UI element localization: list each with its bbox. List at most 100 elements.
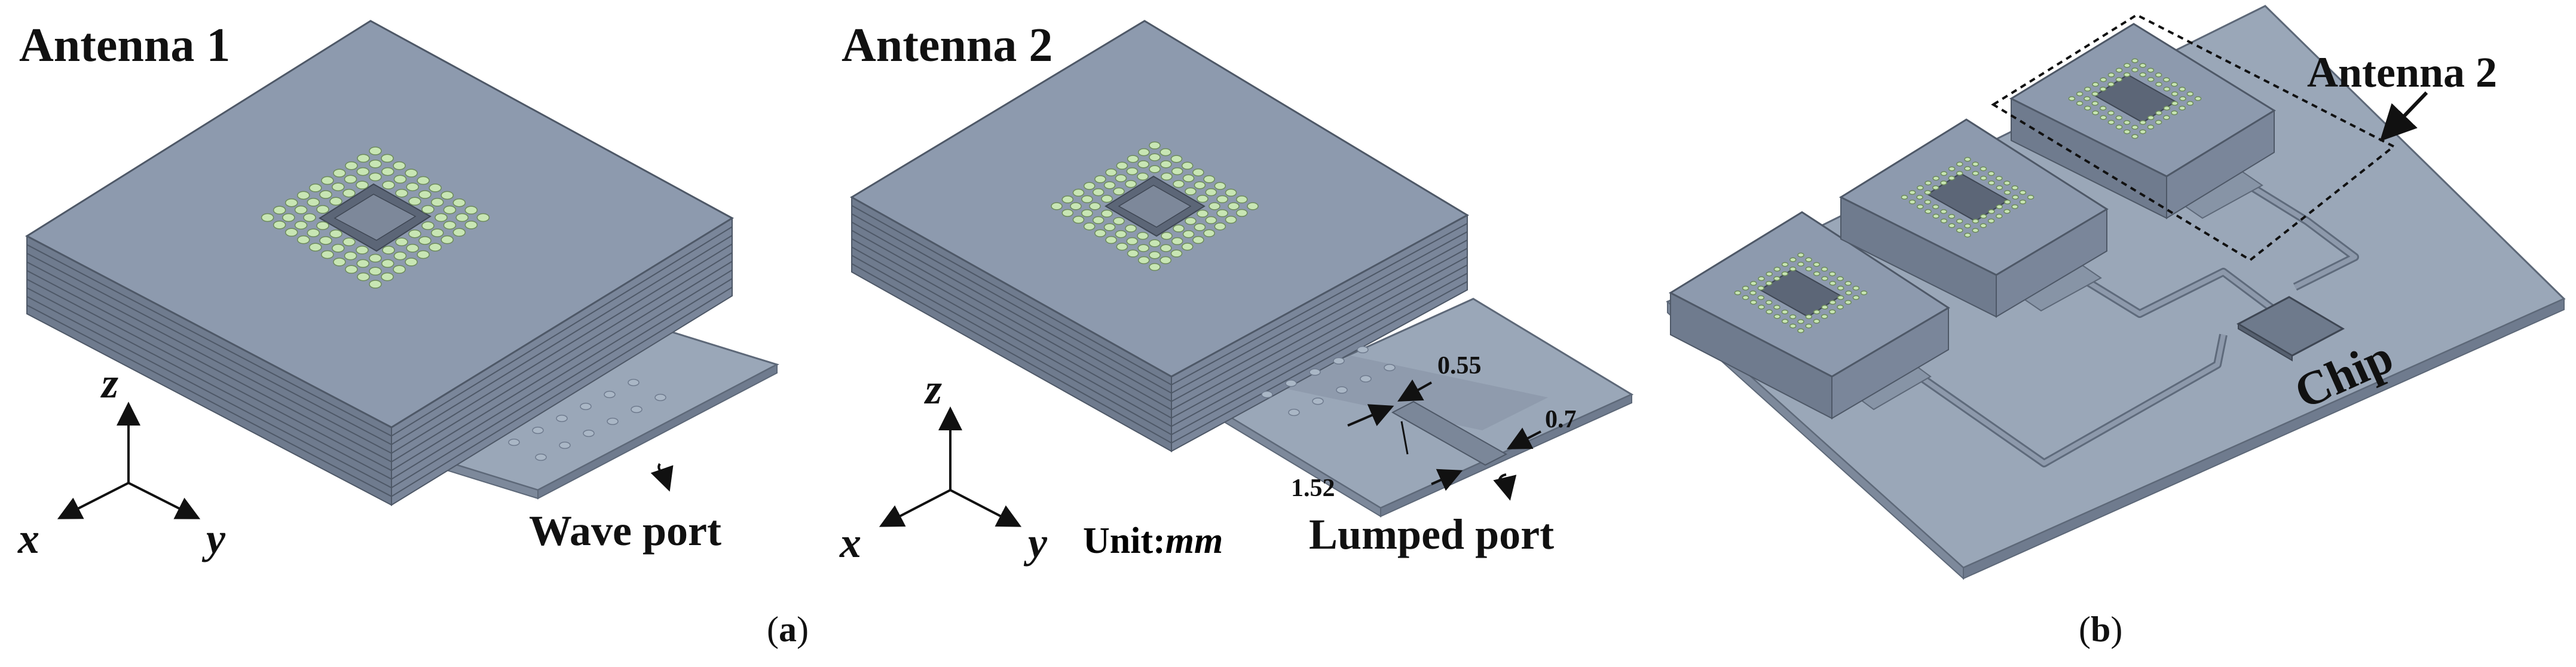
via — [381, 272, 394, 282]
via — [408, 197, 421, 206]
via — [1813, 319, 1821, 324]
via — [395, 188, 408, 198]
via — [369, 253, 382, 263]
via — [2155, 82, 2162, 87]
via — [356, 180, 369, 189]
via — [2124, 129, 2131, 134]
feed-via — [532, 426, 544, 435]
via — [421, 205, 435, 214]
x-axis-label-2: x — [839, 519, 861, 567]
via — [1750, 281, 1757, 286]
via — [464, 206, 478, 215]
feed-via — [508, 438, 520, 446]
via — [1773, 276, 1780, 281]
via — [1765, 300, 1773, 305]
feed-via — [1309, 368, 1321, 376]
via — [1236, 209, 1248, 217]
via — [1964, 157, 1971, 162]
via — [1742, 295, 1749, 300]
via — [1987, 171, 1995, 176]
via — [405, 169, 418, 178]
via — [1789, 257, 1797, 262]
feed-via — [607, 417, 619, 426]
via — [333, 258, 346, 267]
via — [321, 176, 334, 185]
via — [1837, 276, 1844, 282]
via — [2084, 105, 2091, 111]
via — [1072, 215, 1085, 224]
via — [1757, 286, 1765, 290]
via — [1216, 195, 1228, 203]
feed-via — [556, 414, 568, 423]
via — [2186, 100, 2194, 106]
via — [476, 213, 490, 222]
via — [2155, 120, 2162, 125]
via — [309, 183, 322, 192]
via — [2107, 72, 2115, 78]
dimension-annotations: 0.55 0.7 1.52 — [1291, 352, 1577, 502]
via — [1197, 195, 1209, 203]
via — [2147, 124, 2155, 130]
via — [2019, 199, 2027, 204]
caption-a-open: ( — [767, 610, 779, 649]
antenna1-layer-lines — [26, 226, 733, 497]
via — [2115, 68, 2123, 73]
via — [2194, 96, 2202, 101]
via — [1932, 204, 1939, 209]
via — [261, 213, 274, 222]
via — [1094, 229, 1106, 237]
via — [333, 169, 346, 178]
via — [2186, 91, 2194, 97]
via — [1070, 202, 1082, 210]
via — [284, 228, 298, 237]
via — [452, 198, 466, 207]
via — [369, 267, 382, 276]
layer-line — [851, 238, 1468, 419]
y-axis-label-2: y — [1023, 519, 1048, 567]
via — [1083, 182, 1096, 190]
via — [1101, 209, 1113, 218]
via — [1181, 243, 1194, 251]
via — [2123, 72, 2131, 77]
via — [1964, 224, 1971, 228]
via — [1860, 290, 1868, 295]
via — [2179, 87, 2186, 92]
via — [1908, 190, 1916, 195]
via — [1956, 219, 1963, 224]
feed-via — [628, 378, 640, 387]
via — [1171, 237, 1183, 246]
via — [2139, 63, 2146, 68]
via — [443, 221, 457, 230]
via — [393, 265, 406, 274]
via — [1194, 181, 1206, 189]
layer-line — [851, 221, 1468, 402]
via — [2107, 120, 2115, 125]
via — [356, 246, 369, 255]
antenna2-feed-vias — [1261, 345, 1396, 417]
via — [2139, 120, 2147, 125]
via — [1105, 235, 1117, 244]
via — [1159, 148, 1171, 157]
via — [1161, 172, 1173, 180]
y-axis-arrow-2 — [950, 489, 1022, 527]
via — [296, 235, 310, 244]
caption-a-letter: a — [779, 610, 797, 649]
feed-via — [583, 429, 595, 437]
via — [1051, 202, 1063, 210]
lumped-port-arrow — [1493, 475, 1517, 501]
antenna2-model — [850, 20, 1634, 518]
via — [2076, 91, 2084, 97]
via — [1734, 290, 1742, 295]
via — [1932, 185, 1939, 190]
via — [1932, 176, 1939, 181]
layer-line — [26, 269, 733, 480]
via — [1925, 209, 1932, 214]
via — [1149, 263, 1161, 271]
array-antenna-left — [1668, 211, 1950, 420]
via — [381, 167, 394, 176]
via — [1092, 188, 1105, 197]
via — [2084, 96, 2091, 101]
via — [1805, 323, 1812, 329]
via — [2115, 77, 2123, 82]
layer-line — [26, 261, 733, 472]
